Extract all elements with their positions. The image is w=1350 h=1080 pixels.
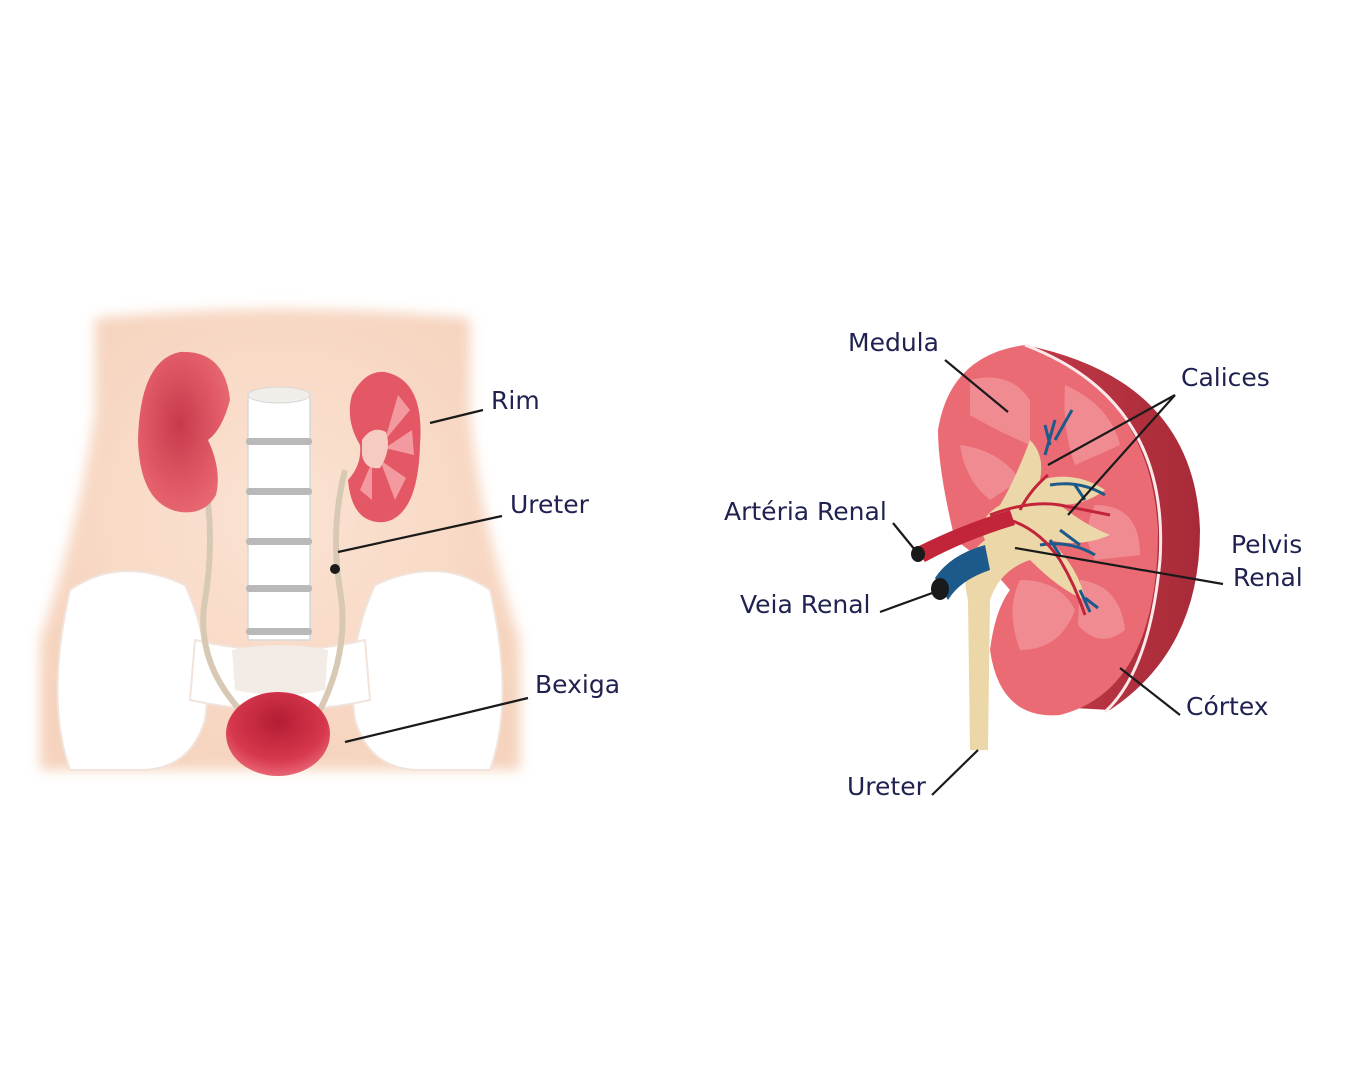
label-renal: Renal	[1233, 563, 1303, 592]
arteria-leader	[892, 522, 916, 551]
body-diagram: Rim Ureter Bexiga	[40, 309, 620, 776]
ureter-marker	[330, 564, 340, 574]
spine	[246, 386, 312, 641]
label-medula: Medula	[848, 328, 939, 357]
pelvis-leader	[1014, 546, 1224, 586]
bladder	[226, 692, 330, 776]
cortex-leader	[1119, 667, 1181, 716]
label-cortex: Córtex	[1186, 692, 1269, 721]
bexiga-leader	[344, 696, 529, 744]
label-arteria-renal: Artéria Renal	[724, 497, 887, 526]
label-ureter: Ureter	[510, 490, 590, 519]
label-calices: Calices	[1181, 363, 1270, 392]
label-pelvis: Pelvis	[1231, 530, 1302, 559]
ureter-leader	[337, 514, 503, 554]
capsule-line	[1024, 343, 1163, 714]
kidney-left	[138, 351, 230, 513]
rim-leader	[429, 408, 484, 425]
renal-artery	[915, 510, 1015, 562]
kidney-outer-edge	[1020, 345, 1200, 710]
label-ureter-kidney: Ureter	[847, 772, 927, 801]
calices-leader-2	[1067, 394, 1176, 516]
renal-vein	[935, 545, 990, 600]
calices-leader-1	[1047, 394, 1176, 466]
kidney-right-section	[348, 371, 421, 523]
label-veia-renal: Veia Renal	[740, 590, 871, 619]
interlobar-arteries	[989, 473, 1111, 616]
medula-leader	[944, 359, 1009, 413]
veia-leader	[879, 590, 936, 614]
label-rim: Rim	[491, 386, 540, 415]
label-bexiga: Bexiga	[535, 670, 620, 699]
ureter-left-tube	[200, 479, 243, 713]
ureter-right-leader	[931, 749, 979, 796]
interlobar-veins	[1039, 409, 1106, 613]
kidney-section-diagram: Medula Calices Artéria Renal Veia Renal …	[724, 328, 1303, 801]
ureter-right-tube	[317, 469, 348, 712]
